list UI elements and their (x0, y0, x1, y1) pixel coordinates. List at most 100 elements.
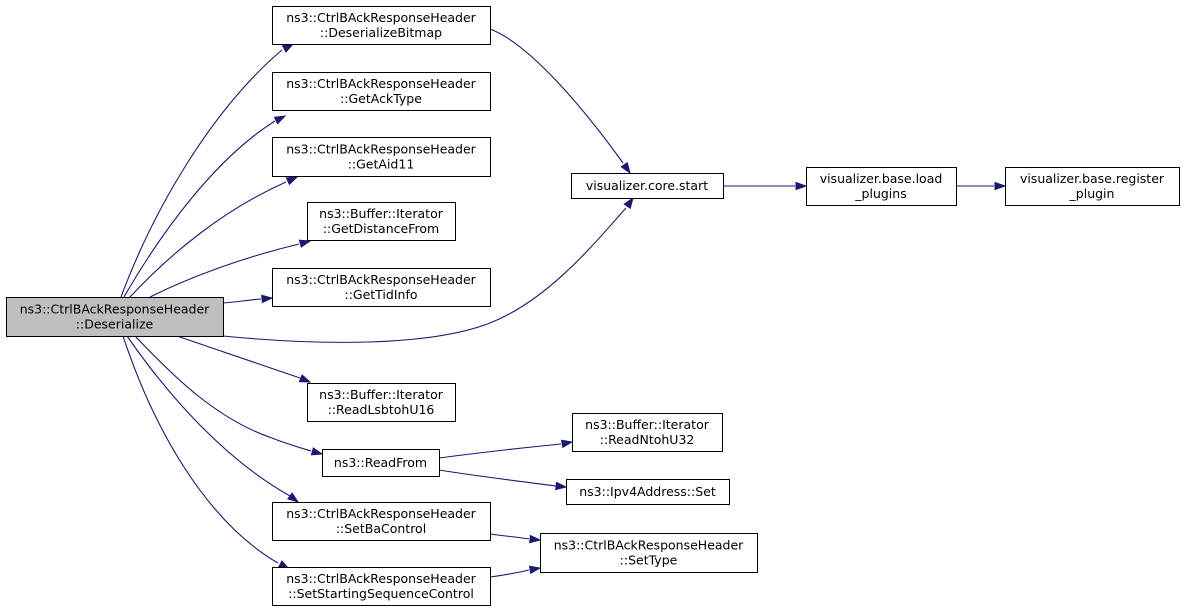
edge-deserialize-to-set-ba-control (126, 335, 300, 503)
edge-deserialize-bitmap-to-visualizer-core-start (489, 28, 631, 175)
node-label-line: ns3::CtrlBAckResponseHeader (554, 538, 744, 553)
node-read-from[interactable]: ns3::ReadFrom (322, 449, 440, 477)
node-box[interactable] (272, 567, 491, 606)
node-label-line: ::SetBaControl (336, 521, 426, 536)
edge-set-ba-control-to-set-type (489, 533, 542, 544)
edge-line (126, 335, 291, 497)
node-label-line: ns3::CtrlBAckResponseHeader (286, 571, 476, 586)
edge-deserialize-to-get-ack-type (123, 115, 287, 298)
node-label-line: _plugin (1069, 186, 1115, 201)
node-label-line: visualizer.base.register (1020, 171, 1165, 186)
node-label-line: ::DeserializeBitmap (320, 25, 442, 40)
node-box[interactable] (307, 202, 456, 241)
edge-deserialize-to-read-from (134, 335, 324, 456)
node-read-ntoh-u32[interactable]: ns3::Buffer::Iterator::ReadNtohU32 (572, 413, 723, 452)
node-set-starting-sequence-control[interactable]: ns3::CtrlBAckResponseHeader::SetStarting… (272, 567, 491, 606)
node-box[interactable] (322, 449, 440, 477)
edge-line (120, 49, 283, 298)
edge-deserialize-to-get-tid-info (222, 294, 274, 304)
edge-line (489, 533, 530, 540)
arrowhead-icon (273, 115, 287, 125)
nodes-layer: ns3::CtrlBAckResponseHeader::Deserialize… (6, 6, 1180, 606)
node-label-line: ::GetAckType (340, 91, 422, 106)
node-box[interactable] (272, 268, 491, 307)
node-label-line: ::SetType (620, 553, 678, 568)
arrowhead-icon (620, 161, 631, 175)
edge-line (123, 120, 276, 298)
node-label-line: visualizer.core.start (586, 178, 708, 193)
edge-line (438, 443, 562, 459)
node-get-ack-type[interactable]: ns3::CtrlBAckResponseHeader::GetAckType (272, 72, 491, 111)
arrowhead-icon (560, 439, 574, 449)
node-visualizer-base-register-plugin[interactable]: visualizer.base.register_plugin (1005, 167, 1180, 206)
edge-visualizer-core-start-to-visualizer-base-load-plugins (723, 181, 808, 191)
edge-deserialize-to-set-starting-sequence-control (122, 335, 291, 570)
node-label-line: ns3::CtrlBAckResponseHeader (286, 76, 476, 91)
edge-line (438, 469, 557, 487)
node-ipv4address-set[interactable]: ns3::Ipv4Address::Set (566, 479, 730, 505)
node-visualizer-core-start[interactable]: visualizer.core.start (571, 173, 724, 199)
node-box[interactable] (566, 479, 730, 505)
node-label-line: ::ReadNtohU32 (600, 432, 695, 447)
node-label-line: ns3::Buffer::Iterator (585, 417, 710, 432)
edge-line (149, 243, 300, 298)
node-label-line: visualizer.base.load (820, 171, 943, 186)
node-deserialize[interactable]: ns3::CtrlBAckResponseHeader::Deserialize (6, 297, 224, 337)
node-label-line: ns3::CtrlBAckResponseHeader (286, 142, 476, 157)
node-get-distance-from[interactable]: ns3::Buffer::Iterator::GetDistanceFrom (307, 202, 456, 241)
edge-deserialize-to-visualizer-core-start (222, 196, 634, 343)
node-box[interactable] (572, 413, 723, 452)
arrowhead-icon (310, 447, 324, 456)
arrowhead-icon (281, 43, 295, 53)
node-label-line: ns3::Buffer::Iterator (319, 387, 444, 402)
node-label-line: ::GetDistanceFrom (323, 221, 439, 236)
node-label-line: ns3::CtrlBAckResponseHeader (286, 10, 476, 25)
arrowhead-icon (994, 181, 1007, 191)
node-get-tid-info[interactable]: ns3::CtrlBAckResponseHeader::GetTidInfo (272, 268, 491, 307)
node-label-line: ::ReadLsbtohU16 (328, 402, 435, 417)
node-box[interactable] (6, 297, 224, 337)
edge-set-starting-sequence-control-to-set-type (489, 565, 542, 578)
node-box[interactable] (806, 167, 957, 206)
edge-deserialize-to-read-lsbtoh-u16 (176, 335, 312, 383)
node-label-line: ns3::CtrlBAckResponseHeader (286, 272, 476, 287)
arrowhead-icon (795, 181, 808, 191)
edge-deserialize-to-get-aid11 (129, 176, 299, 298)
node-box[interactable] (272, 502, 491, 541)
edge-line (489, 569, 530, 578)
arrowhead-icon (529, 534, 542, 544)
node-box[interactable] (571, 173, 724, 199)
node-deserialize-bitmap[interactable]: ns3::CtrlBAckResponseHeader::Deserialize… (272, 6, 491, 45)
node-box[interactable] (540, 533, 758, 573)
node-label-line: ::GetAid11 (348, 157, 415, 172)
edge-line (176, 335, 301, 379)
arrowhead-icon (555, 481, 568, 491)
edge-deserialize-to-get-distance-from (149, 239, 312, 298)
node-read-lsbtoh-u16[interactable]: ns3::Buffer::Iterator::ReadLsbtohU16 (307, 383, 456, 422)
node-box[interactable] (307, 383, 456, 422)
node-label-line: ns3::CtrlBAckResponseHeader (20, 302, 210, 317)
edges-layer (120, 28, 1007, 578)
node-set-ba-control[interactable]: ns3::CtrlBAckResponseHeader::SetBaContro… (272, 502, 491, 541)
node-get-aid11[interactable]: ns3::CtrlBAckResponseHeader::GetAid11 (272, 137, 491, 177)
node-box[interactable] (272, 6, 491, 45)
node-box[interactable] (272, 72, 491, 111)
arrowhead-icon (298, 374, 312, 383)
arrowhead-icon (528, 565, 542, 575)
edge-line (134, 335, 312, 452)
node-set-type[interactable]: ns3::CtrlBAckResponseHeader::SetType (540, 533, 758, 573)
node-box[interactable] (272, 137, 491, 177)
node-box[interactable] (1005, 167, 1180, 206)
edge-line (222, 298, 262, 304)
edge-line (122, 335, 279, 564)
edge-visualizer-base-load-plugins-to-visualizer-base-register-plugin (956, 181, 1007, 191)
edge-line (129, 181, 287, 298)
node-visualizer-base-load-plugins[interactable]: visualizer.base.load_plugins (806, 167, 957, 206)
edge-read-from-to-read-ntoh-u32 (438, 439, 574, 459)
edge-read-from-to-ipv4address-set (438, 469, 568, 491)
node-label-line: ns3::Ipv4Address::Set (579, 484, 716, 499)
node-label-line: ::Deserialize (76, 317, 154, 332)
node-label-line: ns3::Buffer::Iterator (319, 206, 444, 221)
node-label-line: ::SetStartingSequenceControl (288, 586, 474, 601)
arrowhead-icon (287, 492, 300, 503)
